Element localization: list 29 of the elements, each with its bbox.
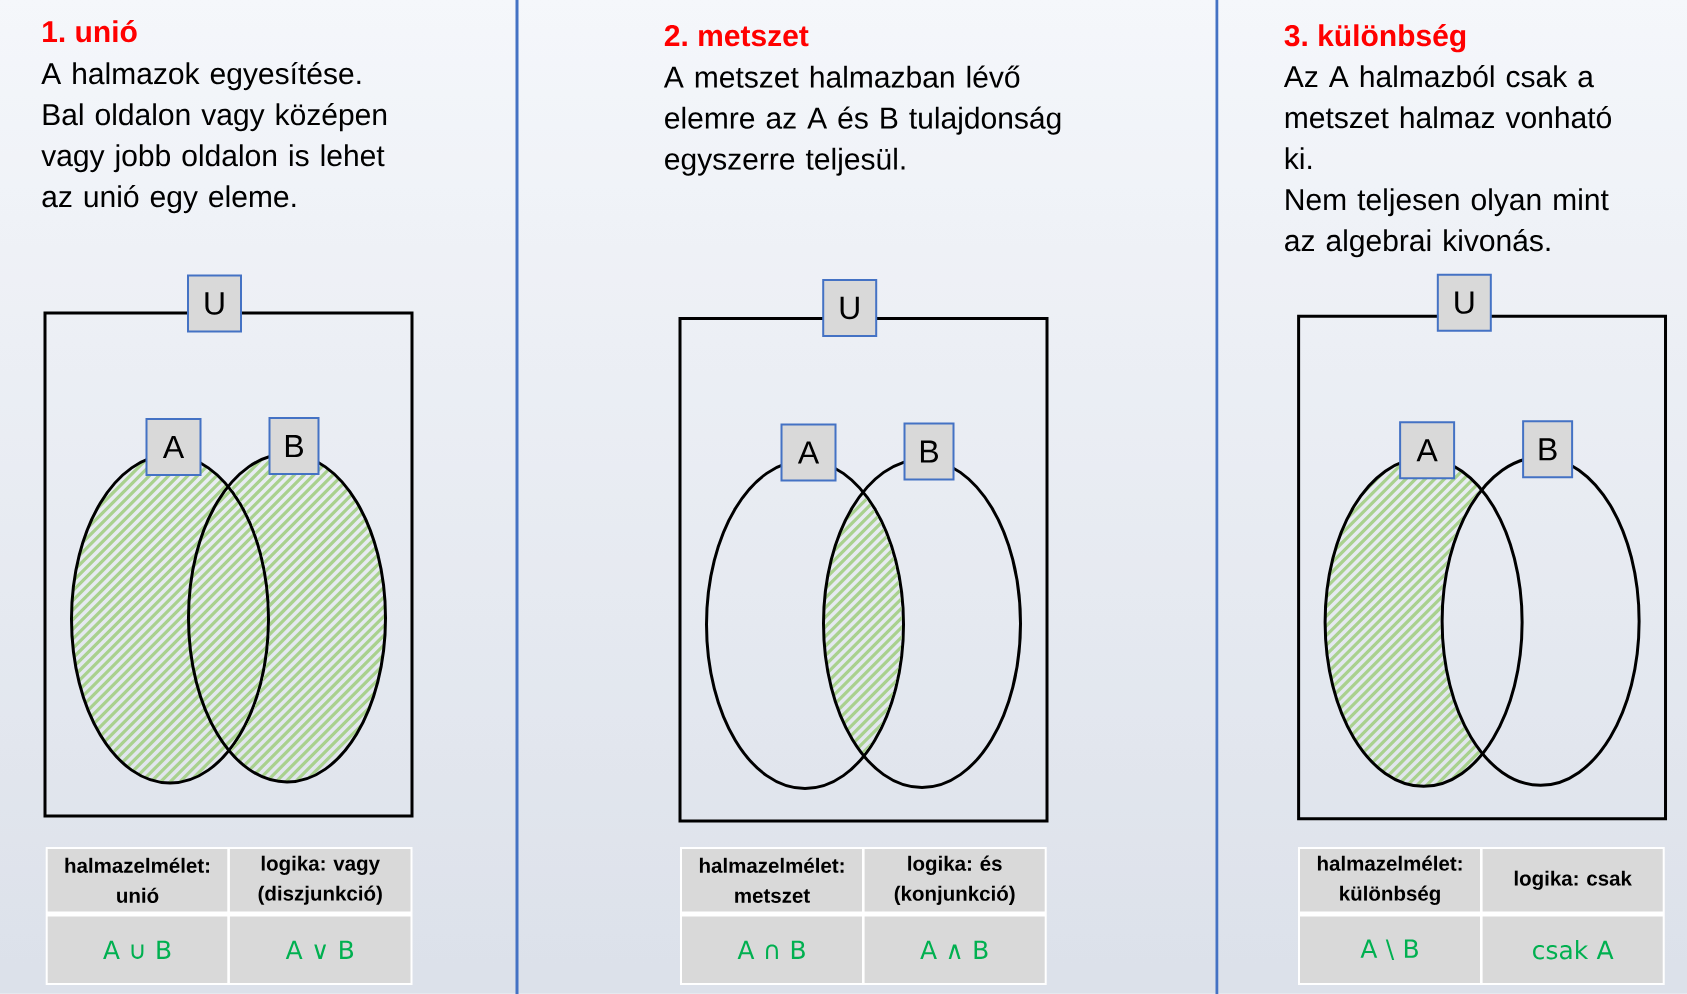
formula-cell: csak A xyxy=(1482,916,1663,983)
description-text: Bal oldalon vagy középen vagy jobb oldalon is lehet az unió egy eleme. xyxy=(41,102,387,214)
panel-heading: 1. unió xyxy=(43,20,137,43)
label-tag: A xyxy=(780,423,837,482)
label-tag: U xyxy=(822,279,878,337)
label-tag: U xyxy=(187,274,242,333)
formula-cell: A ∧ B xyxy=(864,916,1045,983)
formula-cell: A \ B xyxy=(1300,916,1480,983)
formula-cell: A ∪ B xyxy=(47,916,228,983)
header-cell: logika: vagy (diszjunkció) xyxy=(229,849,411,912)
description-text: A halmazok egyesítése. xyxy=(41,61,361,91)
description-text: Nem teljesen olyan mint az algebrai kivonás. xyxy=(1285,188,1609,258)
header-cell: halmazelmélet: metszet xyxy=(682,849,862,912)
label-tag: A xyxy=(145,418,202,476)
formula-cell: A ∩ B xyxy=(682,916,862,983)
label-tag: B xyxy=(903,422,955,481)
description-text: Az A halmazból csak a metszet halmaz vonható ki. xyxy=(1283,64,1611,169)
description-text: A metszet halmazban lévő elemre az A és B tulajdonság egyszerre teljesül. xyxy=(663,65,1061,176)
label-tag: A xyxy=(1399,421,1456,480)
formula-cell: A ∨ B xyxy=(229,916,411,983)
header-cell: logika: és (konjunkció) xyxy=(864,849,1045,912)
label-tag: B xyxy=(1522,420,1574,479)
header-cell: halmazelmélet: unió xyxy=(47,849,228,912)
panel-heading: 3. különbség xyxy=(1284,24,1466,53)
header-cell: logika: csak xyxy=(1482,849,1663,912)
label-tag: B xyxy=(268,417,320,475)
panel-heading: 2. metszet xyxy=(664,25,809,47)
label-tag: U xyxy=(1436,273,1492,332)
header-cell: halmazelmélet: különbség xyxy=(1300,849,1480,912)
